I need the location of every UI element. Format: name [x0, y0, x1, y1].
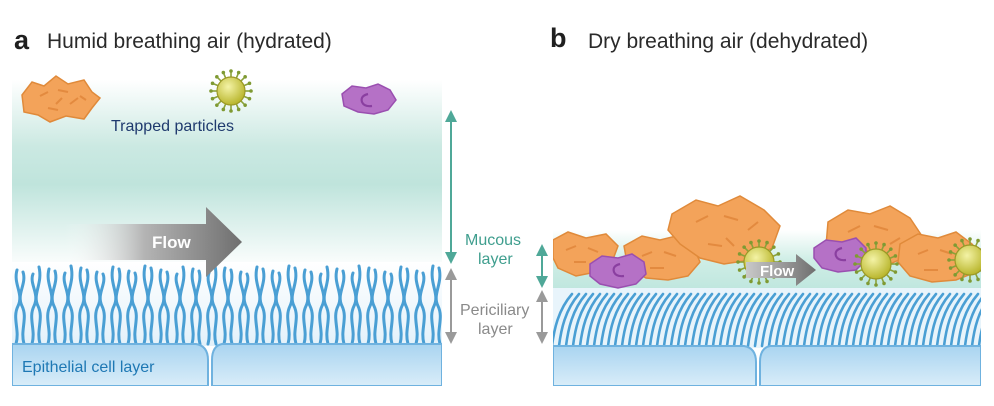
virus-spike-tip [215, 103, 219, 107]
cilium [979, 294, 994, 346]
trapped-particles-label: Trapped particles [111, 118, 234, 135]
virus-spike-tip [960, 278, 964, 282]
virus-spike-tip [976, 239, 980, 243]
mucous-layer-label-line1: Mucous [465, 232, 521, 249]
virus-spike-tip [882, 282, 886, 286]
virus-spike-tip [742, 245, 746, 249]
virus-spike-tip [968, 237, 972, 241]
virus-spike-tip [874, 283, 878, 287]
periciliary-layer-label-line1: Periciliary [460, 302, 529, 319]
virus-spike-tip [988, 250, 992, 254]
periciliary-layer-arrow [445, 268, 457, 344]
mucous-layer-arrow-b [536, 244, 548, 288]
virus-spike-tip [988, 266, 992, 270]
virus-spike-tip [736, 260, 740, 264]
virus-spike-tip [772, 245, 776, 249]
virus-spike-tip [989, 258, 993, 262]
virus-spike-tip [738, 268, 742, 272]
virus-spike-tip [853, 262, 857, 266]
virus-spike-tip [866, 282, 870, 286]
virus-spike-tip [866, 243, 870, 247]
virus-spike-tip [243, 103, 247, 107]
flow-label-a: Flow [152, 233, 191, 252]
virus-spike-tip [237, 108, 241, 112]
flow-label-b: Flow [760, 263, 794, 280]
panel-a: a Humid breathing air (hydrated) Trapped… [12, 25, 529, 386]
virus-spike-tip [765, 241, 769, 245]
virus-spike-tip [765, 280, 769, 284]
panel-a-letter: a [14, 25, 30, 55]
virus-spike-tip [757, 239, 761, 243]
virus-spike-tip [749, 280, 753, 284]
virus-spike-tip [859, 277, 863, 281]
virus-spike-tip [947, 258, 951, 262]
virus-spike-tip [894, 270, 898, 274]
virus-spike-tip [976, 278, 980, 282]
epithelial-cell-b-left [553, 346, 756, 386]
virus-spike-tip [222, 71, 226, 75]
virus-spike-tip [742, 275, 746, 279]
virus-spike-tip [738, 252, 742, 256]
mucous-layer-label-line2: layer [478, 251, 513, 268]
epithelial-cell-layer-label: Epithelial cell layer [22, 359, 155, 376]
virus-spike-tip [983, 243, 987, 247]
cilium [986, 294, 994, 346]
virus-spike-tip [777, 252, 781, 256]
virus-spike-tip [229, 69, 233, 73]
panel-b-title: Dry breathing air (dehydrated) [588, 30, 868, 53]
epithelial-cell-a-right [212, 344, 442, 386]
virus-spike [984, 266, 990, 268]
virus-spike-tip [749, 241, 753, 245]
virus-spike-tip [968, 279, 972, 283]
periciliary-layer-arrow-b [536, 290, 548, 344]
virus-spike-tip [248, 82, 252, 86]
epithelial-cell-b-right [760, 346, 981, 386]
virus-spike-tip [248, 97, 252, 101]
virus-spike-tip [953, 243, 957, 247]
virus-spike-tip [237, 71, 241, 75]
virus-spike-tip [949, 250, 953, 254]
virus-spike-tip [215, 75, 219, 79]
virus-spike-tip [222, 108, 226, 112]
virus-spike-tip [895, 262, 899, 266]
virus-spike-tip [874, 241, 878, 245]
periciliary-layer-label-line2: layer [478, 321, 513, 338]
virus-spike [984, 252, 990, 254]
virus-spike-tip [211, 97, 215, 101]
virus-particle-b2 [853, 241, 899, 287]
virus-spike-tip [960, 239, 964, 243]
virus-spike-tip [983, 273, 987, 277]
virus-spike-tip [889, 247, 893, 251]
virus-spike-tip [949, 266, 953, 270]
virus-spike-tip [894, 254, 898, 258]
virus-spike [981, 271, 985, 275]
virus-spike-tip [229, 109, 233, 113]
panel-b-airway: Flow [552, 196, 994, 386]
virus-spike-tip [953, 273, 957, 277]
virus-spike-tip [889, 277, 893, 281]
virus-spike-tip [211, 82, 215, 86]
virus-spike-tip [882, 243, 886, 247]
virus-spike-tip [855, 254, 859, 258]
virus-spike-tip [209, 89, 213, 93]
virus-spike-tip [855, 270, 859, 274]
virus-particle-a [209, 69, 253, 113]
virus-spike-tip [859, 247, 863, 251]
panel-b-letter: b [550, 23, 567, 53]
virus-spike-tip [249, 89, 253, 93]
panel-a-title: Humid breathing air (hydrated) [47, 30, 332, 53]
virus-particle-b3 [947, 237, 993, 283]
purple-particle-b1 [590, 254, 646, 288]
virus-spike-tip [757, 281, 761, 285]
mucous-layer-arrow [445, 110, 457, 264]
virus-spike [981, 245, 985, 249]
virus-spike-tip [243, 75, 247, 79]
panel-b: b Dry breathing air (dehydrated) [536, 23, 994, 386]
purple-particle-b2 [814, 238, 866, 272]
